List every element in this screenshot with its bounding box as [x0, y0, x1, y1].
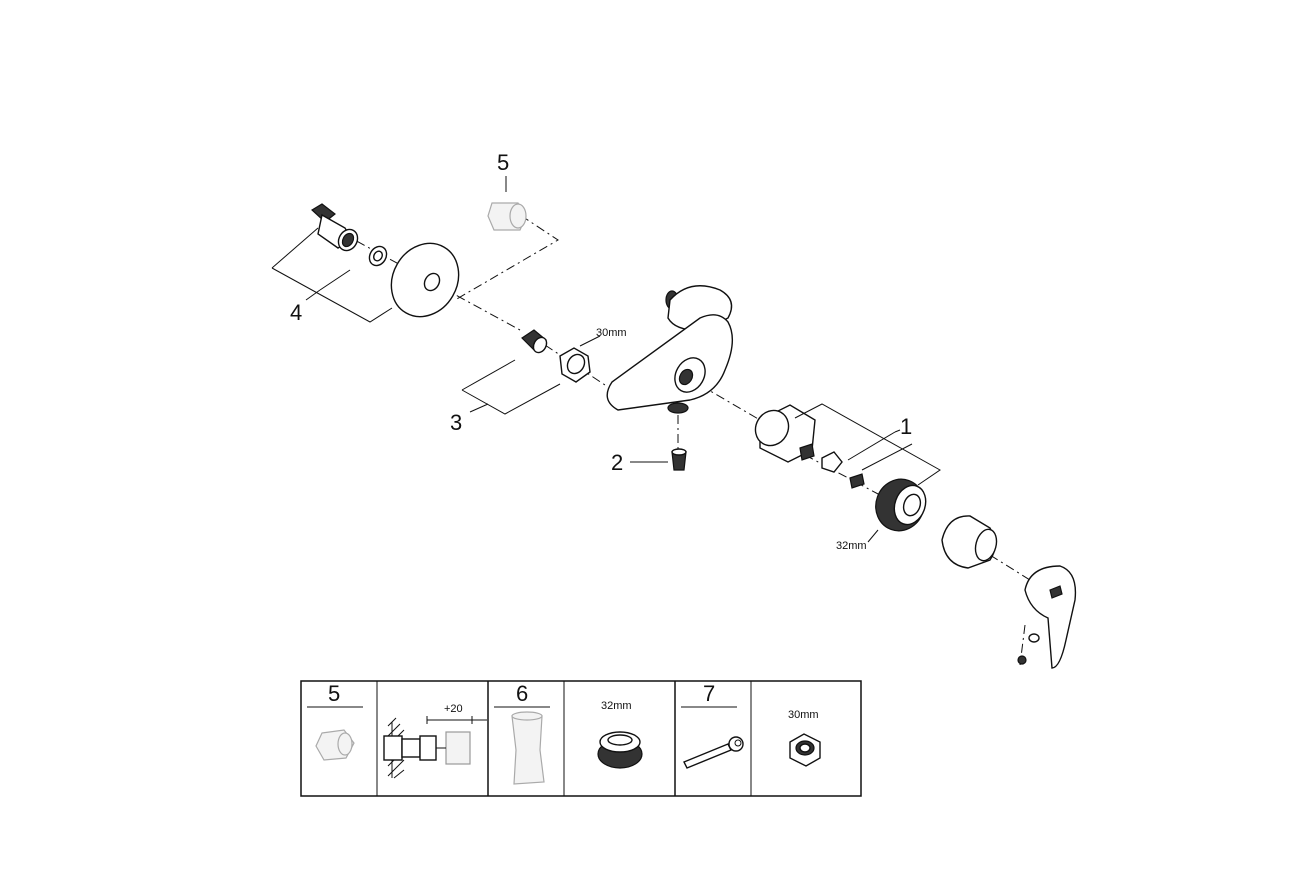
callout-5: 5	[497, 150, 509, 175]
callout-bracket-1	[794, 403, 941, 486]
part-connector-4	[311, 203, 359, 252]
part-handle-screw	[1017, 633, 1040, 665]
part-extension-5	[487, 202, 527, 231]
part-screw-1	[849, 473, 865, 489]
tool-size-32mm: 32mm	[601, 700, 632, 712]
callout-3: 3	[450, 410, 462, 435]
part-bonnet-nut-1	[875, 478, 927, 532]
accessory-cell-extension: +20	[383, 703, 487, 779]
accessory-number-6: 6	[516, 681, 528, 706]
part-nut-3	[559, 347, 591, 383]
callout-1: 1	[900, 414, 912, 439]
accessory-cell-32mm: 32mm	[597, 700, 643, 769]
accessory-cell-7: 7	[681, 681, 744, 769]
callout-bracket-3	[461, 359, 561, 415]
part-outlet-2	[671, 448, 687, 471]
part-rosette-4	[390, 242, 460, 318]
accessory-number-5: 5	[328, 681, 340, 706]
callout-4: 4	[290, 300, 302, 325]
dimension-32mm: 32mm	[836, 540, 867, 552]
accessory-number-7: 7	[703, 681, 715, 706]
part-cartridge-1	[754, 404, 816, 463]
part-sleeve	[941, 515, 998, 569]
part-nipple-3	[521, 329, 548, 354]
wrench-icon	[683, 736, 744, 769]
accessory-cell-5: 5	[307, 681, 363, 761]
part-washer-4	[368, 245, 388, 267]
accessory-cell-6: 6	[494, 681, 550, 785]
dimension-30mm: 30mm	[596, 327, 627, 339]
tool-size-30mm: 30mm	[788, 709, 819, 721]
part-lever-handle	[1024, 565, 1077, 669]
callout-bracket-4	[271, 227, 393, 323]
accessory-cell-30mm: 30mm	[788, 709, 821, 767]
extension-label: +20	[444, 703, 463, 715]
part-mixer-body	[606, 285, 733, 414]
callout-2: 2	[611, 450, 623, 475]
part-adapter-1	[821, 451, 843, 473]
